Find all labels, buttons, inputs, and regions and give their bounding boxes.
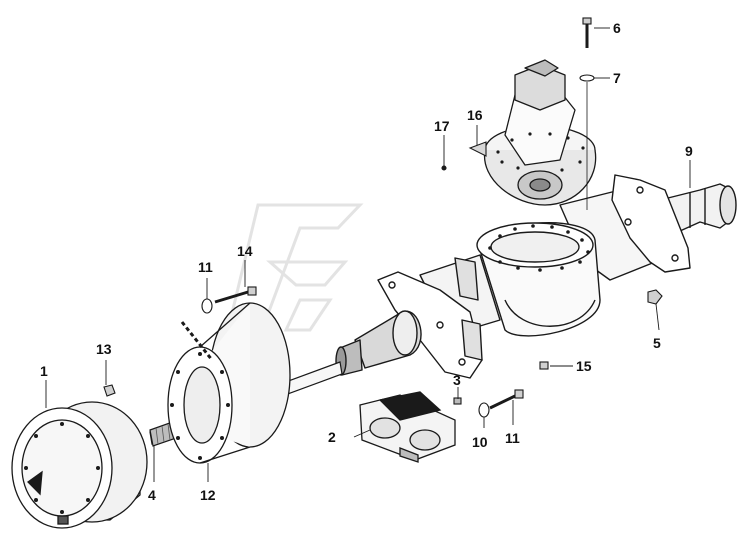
callout-11a: 11 bbox=[198, 259, 213, 275]
callout-14: 14 bbox=[237, 243, 253, 259]
hidden-line-dashed bbox=[180, 321, 214, 361]
callout-2: 2 bbox=[328, 429, 336, 445]
callout-12: 12 bbox=[200, 487, 216, 503]
callout-13: 13 bbox=[96, 341, 112, 357]
callout-9: 9 bbox=[685, 143, 693, 159]
callout-15: 15 bbox=[576, 358, 592, 374]
callout-16: 16 bbox=[467, 107, 483, 123]
callout-17: 17 bbox=[434, 118, 450, 134]
leader-lines bbox=[45, 27, 691, 482]
callout-3: 3 bbox=[453, 372, 461, 388]
differential-carrier bbox=[483, 59, 597, 206]
callout-11b: 11 bbox=[505, 430, 520, 446]
brake-disc bbox=[167, 302, 291, 464]
wheel-hub bbox=[11, 401, 148, 529]
fasteners bbox=[103, 17, 663, 418]
axle-housing bbox=[335, 174, 737, 379]
callout-7: 7 bbox=[613, 70, 621, 86]
callout-1: 1 bbox=[40, 363, 48, 379]
brake-caliper bbox=[359, 391, 456, 463]
callout-6: 6 bbox=[613, 20, 621, 36]
callout-labels: 1 2 3 4 5 6 7 9 10 11 11 12 13 14 15 16 … bbox=[40, 20, 693, 503]
callout-10: 10 bbox=[472, 434, 488, 450]
callout-5: 5 bbox=[653, 335, 661, 351]
callout-4: 4 bbox=[148, 487, 156, 503]
